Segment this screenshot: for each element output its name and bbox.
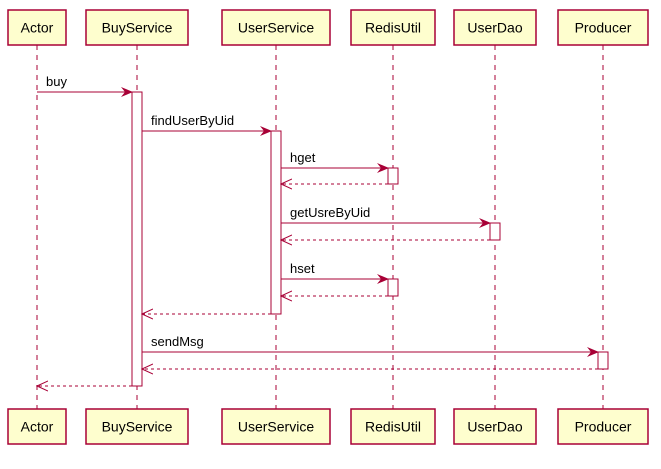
participant-box xyxy=(7,408,67,445)
participant-prod-top: Producer xyxy=(557,9,649,46)
participant-redis-top: RedisUtil xyxy=(350,9,436,46)
participant-buy-top: BuyService xyxy=(85,9,189,46)
participant-box xyxy=(7,9,67,46)
participant-box xyxy=(350,408,436,445)
participant-label: UserDao xyxy=(467,419,522,435)
message-getUsreByUid: getUsreByUid xyxy=(281,205,491,228)
participant-redis-bottom: RedisUtil xyxy=(350,408,436,445)
message-label: buy xyxy=(46,74,67,89)
participant-box xyxy=(557,9,649,46)
participant-dao-bottom: UserDao xyxy=(453,408,537,445)
participant-actor-bottom: Actor xyxy=(7,408,67,445)
participant-label: UserService xyxy=(238,419,314,435)
activation-bar-redis xyxy=(387,167,399,185)
messages: buy findUserByUid hget getUsreByUid hset send… xyxy=(37,74,599,386)
activation-bar-prod xyxy=(597,351,609,370)
message-hget: hget xyxy=(281,150,389,173)
participant-label: BuyService xyxy=(102,20,173,36)
activation-bar-user xyxy=(270,130,282,315)
participant-label: BuyService xyxy=(102,419,173,435)
participant-user-top: UserService xyxy=(221,9,331,46)
participant-actor-top: Actor xyxy=(7,9,67,46)
activation-bar-redis xyxy=(387,278,399,297)
participant-label: Producer xyxy=(575,419,632,435)
message-label: findUserByUid xyxy=(151,113,234,128)
participant-box xyxy=(453,9,537,46)
message-label: sendMsg xyxy=(151,334,204,349)
participant-box xyxy=(557,408,649,445)
participant-label: Actor xyxy=(21,20,54,36)
participant-label: RedisUtil xyxy=(365,419,421,435)
message-sendMsg: sendMsg xyxy=(142,334,599,357)
participant-dao-top: UserDao xyxy=(453,9,537,46)
message-label: getUsreByUid xyxy=(290,205,370,220)
lifelines xyxy=(36,45,604,409)
message-findUserByUid: findUserByUid xyxy=(142,113,272,136)
participant-buy-bottom: BuyService xyxy=(85,408,189,445)
participant-label: UserDao xyxy=(467,20,522,36)
participant-box xyxy=(350,9,436,46)
message-buy: buy xyxy=(37,74,133,97)
participant-user-bottom: UserService xyxy=(221,408,331,445)
message-label: hget xyxy=(290,150,316,165)
participant-prod-bottom: Producer xyxy=(557,408,649,445)
message-hset: hset xyxy=(281,261,389,284)
message-label: hset xyxy=(290,261,315,276)
participant-label: Actor xyxy=(21,419,54,435)
participants: ActorActorBuyServiceBuyServiceUserServic… xyxy=(7,9,649,445)
activation-bar-dao xyxy=(489,222,501,241)
participant-label: Producer xyxy=(575,20,632,36)
participant-box xyxy=(85,9,189,46)
participant-box xyxy=(453,408,537,445)
activation-bar-buy xyxy=(131,91,143,387)
participant-label: RedisUtil xyxy=(365,20,421,36)
participant-box xyxy=(221,408,331,445)
participant-box xyxy=(85,408,189,445)
participant-label: UserService xyxy=(238,20,314,36)
participant-box xyxy=(221,9,331,46)
